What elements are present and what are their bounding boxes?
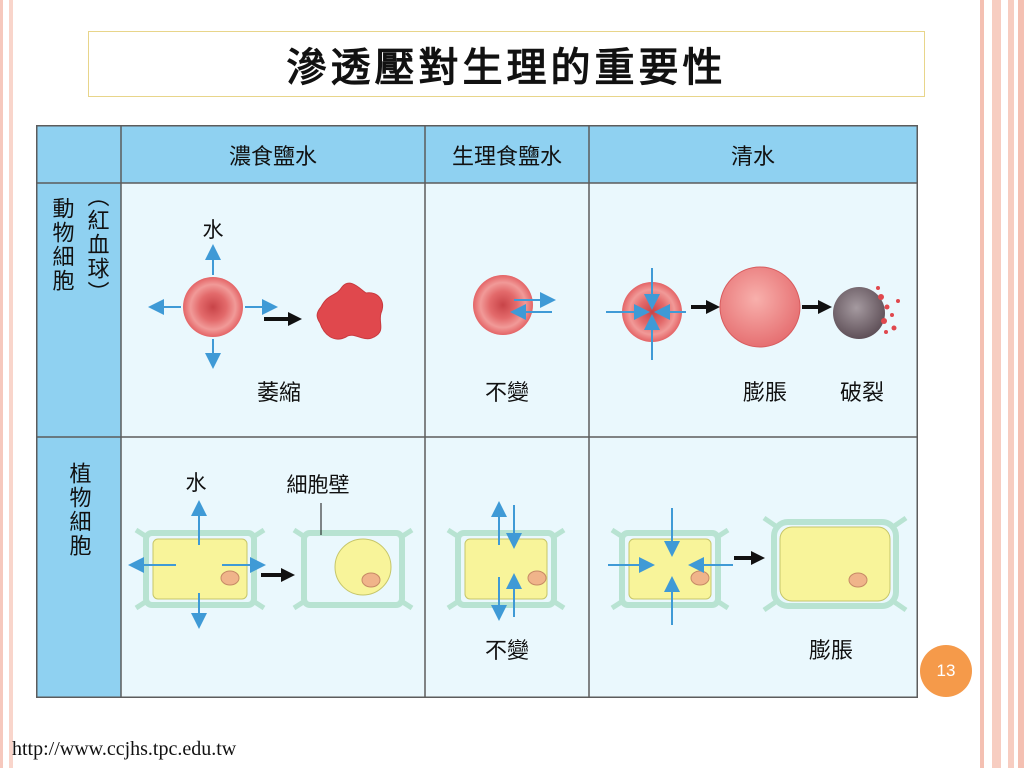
- label-swell-animal: 膨脹: [743, 381, 787, 406]
- footer-url[interactable]: http://www.ccjhs.tpc.edu.tw: [12, 738, 237, 760]
- rbc-normal-isotonic: [473, 275, 533, 335]
- column-header-saline: 生理食鹽水: [452, 145, 562, 170]
- table-background: [36, 125, 918, 698]
- water-arrows-balanced-plant: [491, 501, 522, 621]
- plant-cell-hypertonic: [134, 527, 266, 611]
- water-arrows-out-hypertonic: [148, 244, 278, 369]
- plant-cell-turgid: [762, 515, 908, 613]
- title-box: 滲透壓對生理的重要性: [88, 31, 925, 97]
- column-header-water: 清水: [731, 145, 775, 170]
- water-label-animal: 水: [203, 218, 224, 242]
- label-shrink: 萎縮: [257, 381, 301, 406]
- water-label-plant: 水: [186, 471, 207, 495]
- osmosis-diagram: 濃食鹽水 生理食鹽水 清水 動物細胞 （紅血球） 植物細胞 水 萎縮 不變: [36, 125, 918, 698]
- row-header-bg: [36, 125, 121, 698]
- rbc-normal-hypertonic: [183, 277, 243, 337]
- page-number-badge: 13: [920, 645, 972, 697]
- label-swell-plant: 膨脹: [809, 639, 853, 664]
- row-header-animal: 動物細胞: [49, 197, 75, 293]
- label-unchanged-animal: 不變: [485, 381, 529, 406]
- water-arrows-in-plant: [608, 508, 733, 625]
- frame-stripe-left: [0, 0, 3, 768]
- frame-stripes-right: [980, 0, 1024, 768]
- page-title: 滲透壓對生理的重要性: [286, 44, 727, 91]
- water-arrows-out-plant: [128, 500, 266, 629]
- label-burst: 破裂: [840, 381, 884, 406]
- label-cell-wall: 細胞壁: [287, 473, 350, 497]
- row-header-plant: 植物細胞: [66, 462, 92, 558]
- plant-cell-hypotonic: [610, 527, 730, 611]
- water-arrows-balanced-isotonic: [510, 292, 556, 320]
- plant-cell-plasmolyzed: [292, 527, 414, 611]
- arrow-right-icon: [264, 312, 302, 326]
- arrow-right-icon: [691, 300, 720, 314]
- rbc-normal-hypotonic: [622, 282, 682, 342]
- arrow-right-icon: [261, 568, 295, 582]
- rbc-shrunken: [316, 282, 383, 340]
- frame-stripe-left-inner: [9, 0, 13, 768]
- header-row-bg: [36, 125, 918, 183]
- row-header-animal-sub: （紅血球）: [84, 185, 110, 305]
- label-unchanged-plant: 不變: [485, 639, 529, 664]
- plant-cell-isotonic: [446, 527, 566, 611]
- rbc-swollen: [719, 266, 801, 348]
- arrow-right-icon: [734, 551, 765, 565]
- water-arrows-in-hypotonic: [606, 268, 686, 360]
- arrow-right-icon: [802, 300, 832, 314]
- rbc-burst: [833, 286, 900, 339]
- table-grid: [36, 125, 918, 698]
- column-header-concentrated: 濃食鹽水: [229, 145, 317, 170]
